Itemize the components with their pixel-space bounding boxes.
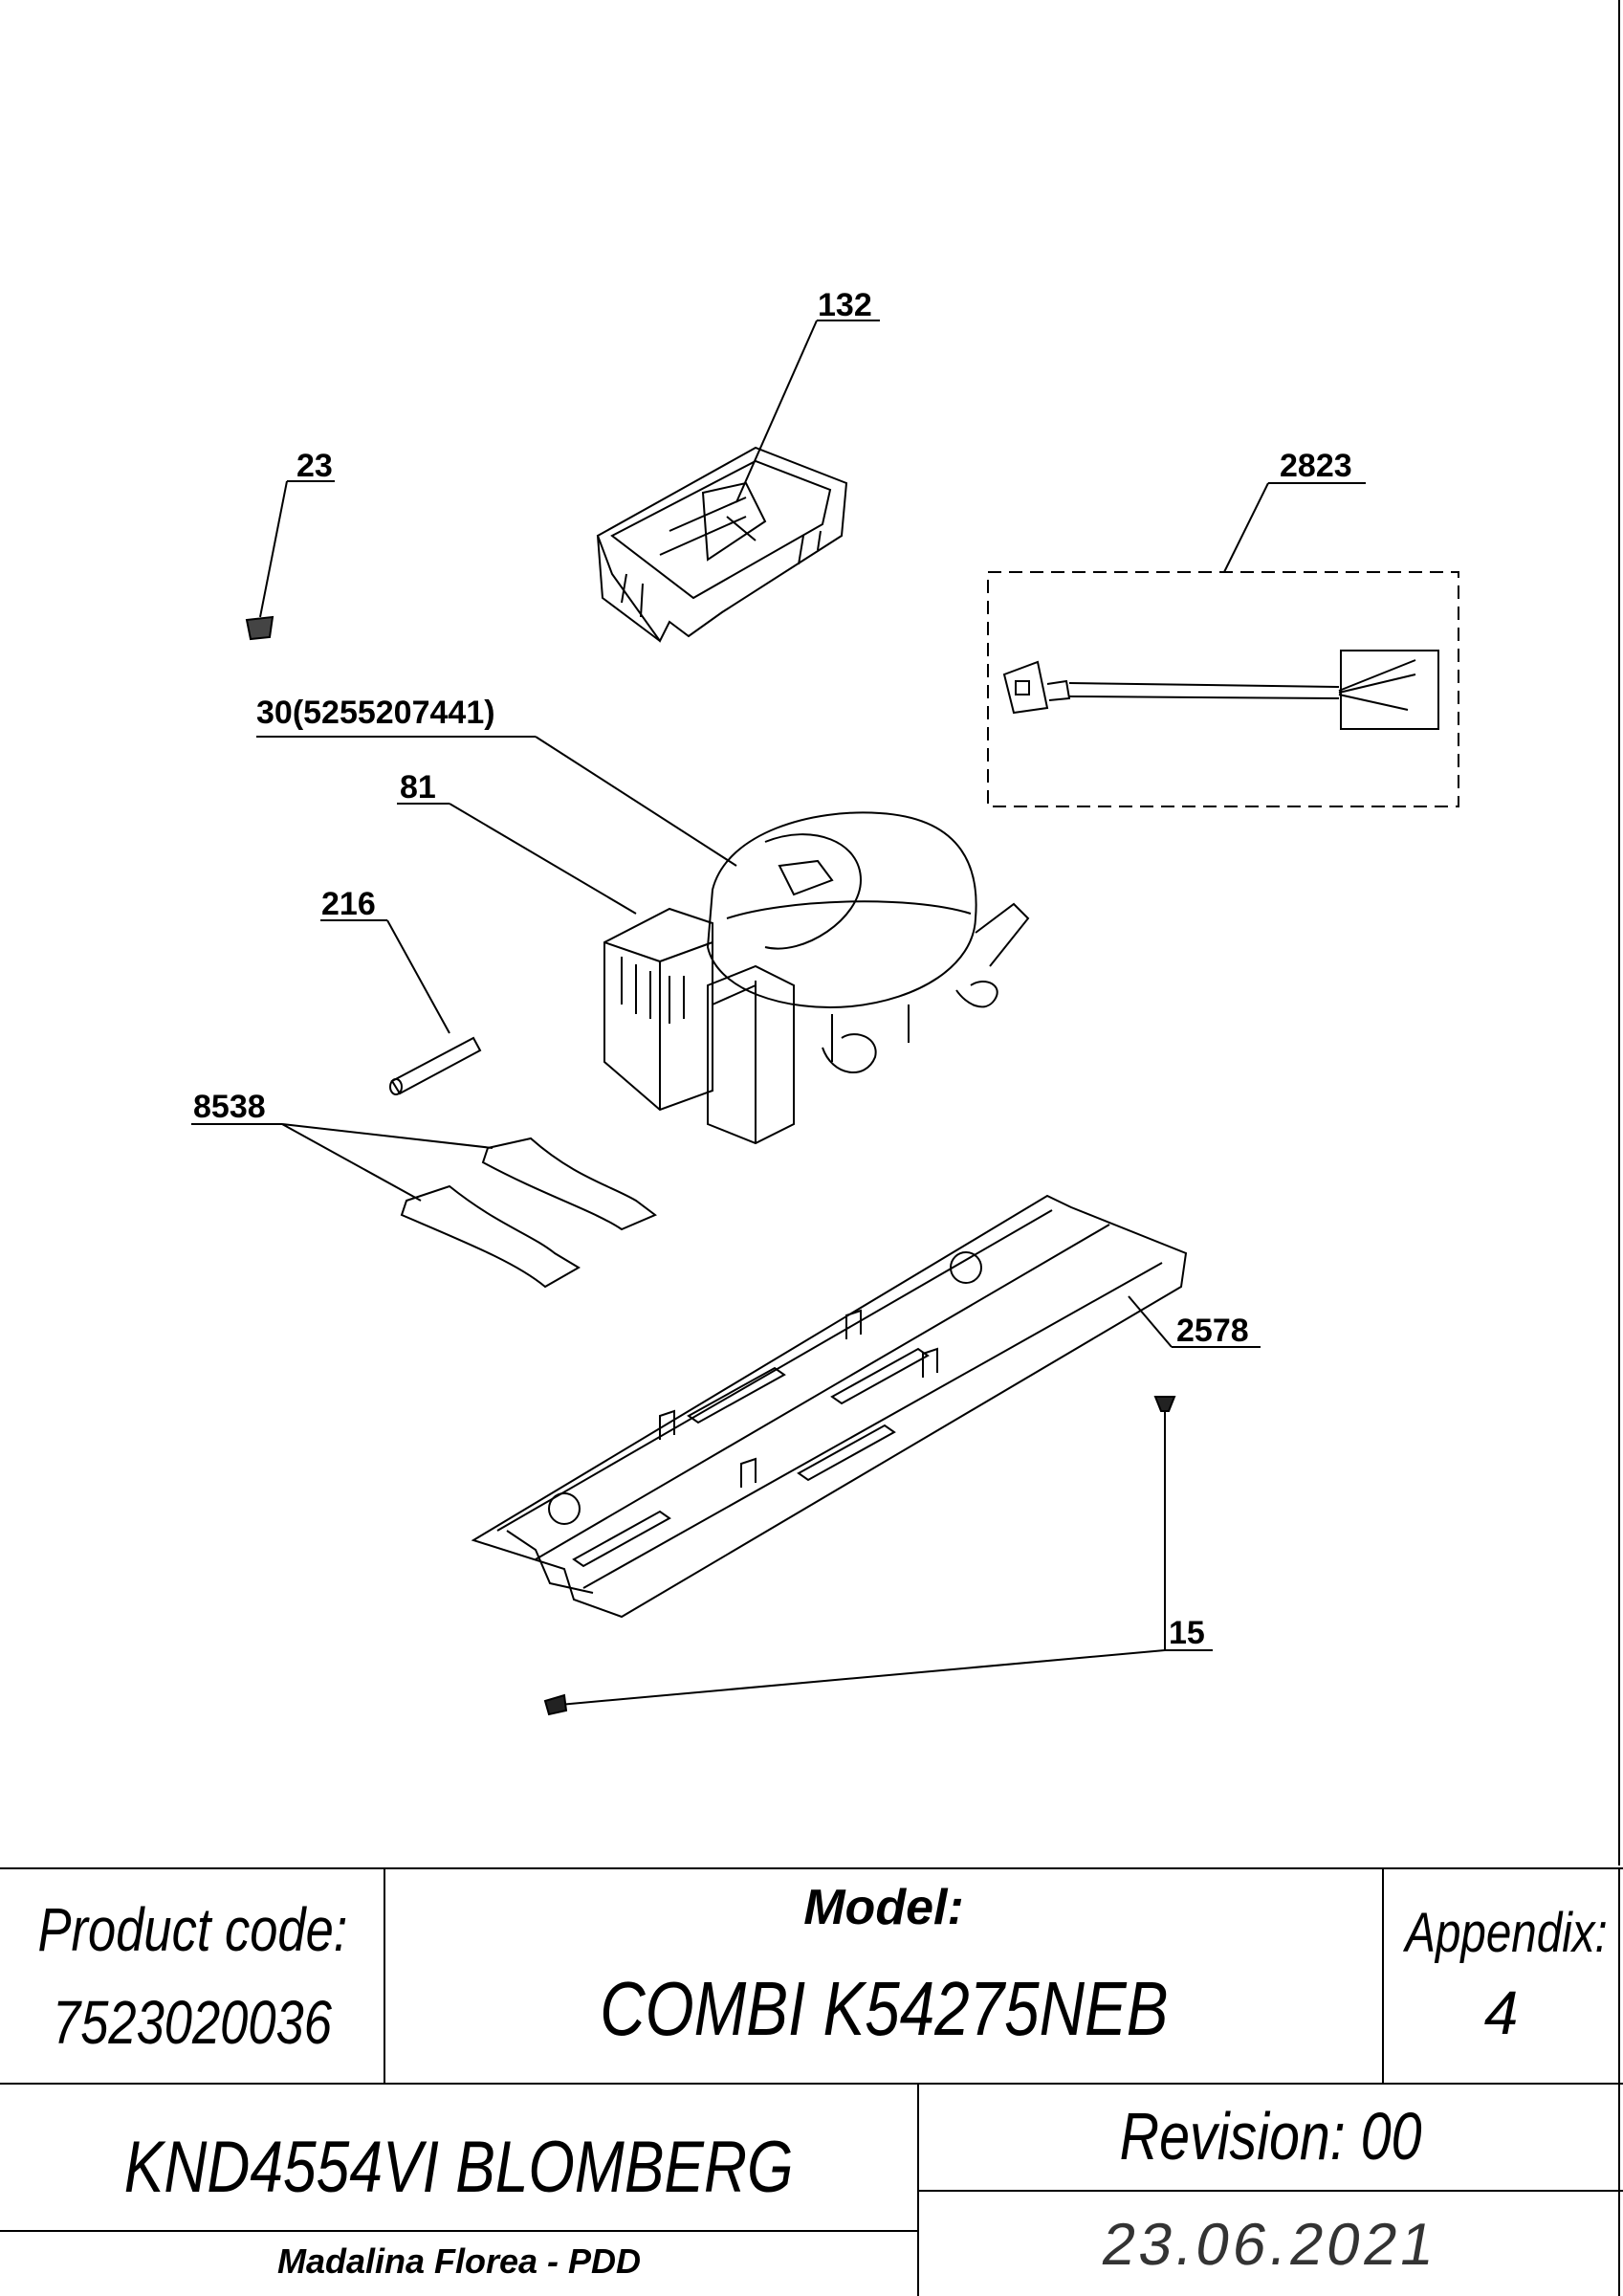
part-15-screws	[543, 1396, 1176, 1716]
model-value: COMBI K54275NEB	[599, 1966, 1169, 2051]
product-name: KND4554VI BLOMBERG	[124, 2127, 794, 2208]
callout-2578: 2578	[1176, 1313, 1249, 1349]
part-81-relay-box	[603, 907, 795, 1145]
author: Madalina Florea - PDD	[276, 2241, 642, 2281]
callout-30: 30(5255207441)	[256, 695, 495, 731]
callout-15: 15	[1169, 1615, 1205, 1651]
revision: Revision: 00	[1119, 2099, 1422, 2174]
product-code-label: Product code:	[37, 1895, 347, 1964]
part-132-tray	[596, 446, 848, 643]
callout-23: 23	[296, 448, 333, 484]
product-code-value: 7523020036	[53, 1988, 332, 2057]
part-216-tube	[389, 1036, 482, 1095]
appendix-label: Appendix:	[1405, 1902, 1608, 1964]
part-23-cap	[245, 615, 274, 641]
model-label: Model:	[803, 1880, 964, 1935]
date: 23.06.2021	[1097, 2212, 1444, 2278]
callout-132: 132	[818, 287, 872, 323]
part-2578-base-plate	[471, 1194, 1188, 1619]
exploded-view-drawing	[191, 0, 1620, 1866]
appendix-value: 4	[1483, 1978, 1519, 2047]
callout-2823: 2823	[1280, 448, 1352, 484]
callout-81: 81	[400, 769, 436, 806]
part-2823-power-cord	[987, 571, 1459, 807]
part-30-compressor	[706, 811, 1030, 1073]
callout-216: 216	[321, 886, 376, 922]
part-8538-pads	[400, 1137, 657, 1289]
callout-8538: 8538	[193, 1089, 266, 1125]
